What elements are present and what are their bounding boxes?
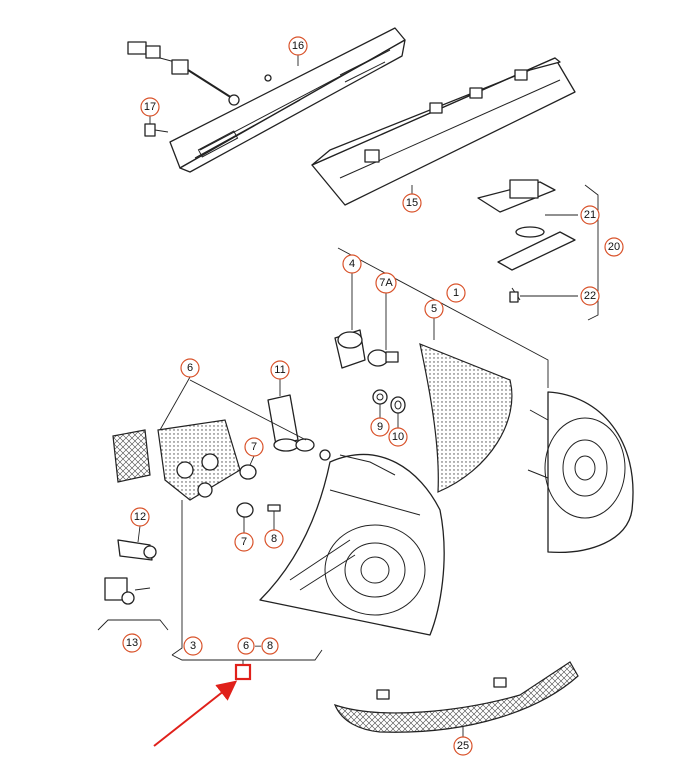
part-bulb-7a xyxy=(367,349,399,367)
bracket-20 xyxy=(584,184,599,321)
svg-text:8: 8 xyxy=(271,533,277,545)
callout-7-lower: 7 xyxy=(234,517,254,552)
callout-20: 20 xyxy=(604,237,624,257)
svg-text:17: 17 xyxy=(144,101,156,113)
callout-7-upper: 7 xyxy=(244,437,264,466)
part-socket-11 xyxy=(267,394,331,461)
callout-17: 17 xyxy=(140,97,160,124)
callout-12: 12 xyxy=(130,507,150,543)
svg-text:9: 9 xyxy=(377,421,383,433)
svg-text:8: 8 xyxy=(267,640,273,652)
part-bulb-holder-4 xyxy=(334,329,366,369)
callout-3: 3 xyxy=(183,636,203,656)
svg-text:16: 16 xyxy=(292,40,304,52)
svg-text:7: 7 xyxy=(241,536,247,548)
svg-text:20: 20 xyxy=(608,241,620,253)
svg-text:21: 21 xyxy=(584,209,596,221)
callout-15: 15 xyxy=(402,185,422,213)
part-bulbs-7 xyxy=(236,464,281,518)
leader-1 xyxy=(337,247,549,388)
svg-text:6: 6 xyxy=(187,362,193,374)
part-sensor-12 xyxy=(117,539,157,561)
part-third-brake-light xyxy=(169,27,406,173)
bracket-3-8 xyxy=(171,649,323,661)
callout-6-8: 6 – 8 xyxy=(237,637,279,655)
svg-text:4: 4 xyxy=(349,258,355,270)
svg-text:3: 3 xyxy=(190,640,196,652)
callout-6-upper: 6 xyxy=(159,358,200,431)
svg-text:1: 1 xyxy=(453,287,459,299)
callout-11: 11 xyxy=(270,360,290,396)
svg-text:6: 6 xyxy=(243,640,249,652)
svg-text:25: 25 xyxy=(457,740,469,752)
svg-text:10: 10 xyxy=(392,431,404,443)
arrow-icon xyxy=(153,680,238,747)
part-license-plate-light xyxy=(477,179,576,303)
callout-1: 1 xyxy=(446,283,466,303)
leader-3 xyxy=(171,500,183,656)
part-outer-lamp-seal xyxy=(419,343,513,493)
svg-text:5: 5 xyxy=(431,303,437,315)
callout-13: 13 xyxy=(122,633,142,653)
part-clip-13 xyxy=(104,577,151,605)
svg-text:15: 15 xyxy=(406,197,418,209)
leader-6a xyxy=(189,379,307,441)
callout-25: 25 xyxy=(453,726,473,756)
callout-16: 16 xyxy=(288,36,308,66)
bracket-13 xyxy=(97,619,169,631)
callout-5: 5 xyxy=(424,299,444,340)
part-nut-9 xyxy=(372,389,388,405)
connector-cable xyxy=(127,41,272,106)
part-outer-tail-lamp xyxy=(527,391,634,554)
part-washer-10 xyxy=(390,396,406,414)
svg-text:12: 12 xyxy=(134,511,146,523)
callout-8: 8 xyxy=(264,511,284,549)
part-reflector xyxy=(333,661,579,733)
callout-10: 10 xyxy=(388,413,408,447)
part-bulb-carrier xyxy=(176,453,219,498)
screw-17 xyxy=(144,123,169,137)
callout-9: 9 xyxy=(370,404,390,437)
svg-text:11: 11 xyxy=(274,364,285,376)
svg-text:22: 22 xyxy=(584,290,596,302)
part-gasket xyxy=(112,419,241,501)
callout-4: 4 xyxy=(342,254,362,330)
svg-text:13: 13 xyxy=(126,637,138,649)
highlight-box xyxy=(234,663,252,681)
callout-7a: 7A xyxy=(375,272,397,350)
svg-text:7: 7 xyxy=(251,441,257,453)
callout-22: 22 xyxy=(580,286,600,306)
svg-text:7A: 7A xyxy=(379,277,393,289)
range-dash: – xyxy=(255,640,262,652)
part-inner-tail-lamp xyxy=(259,453,445,636)
part-brake-light-housing xyxy=(311,57,576,206)
callout-21: 21 xyxy=(580,205,600,225)
